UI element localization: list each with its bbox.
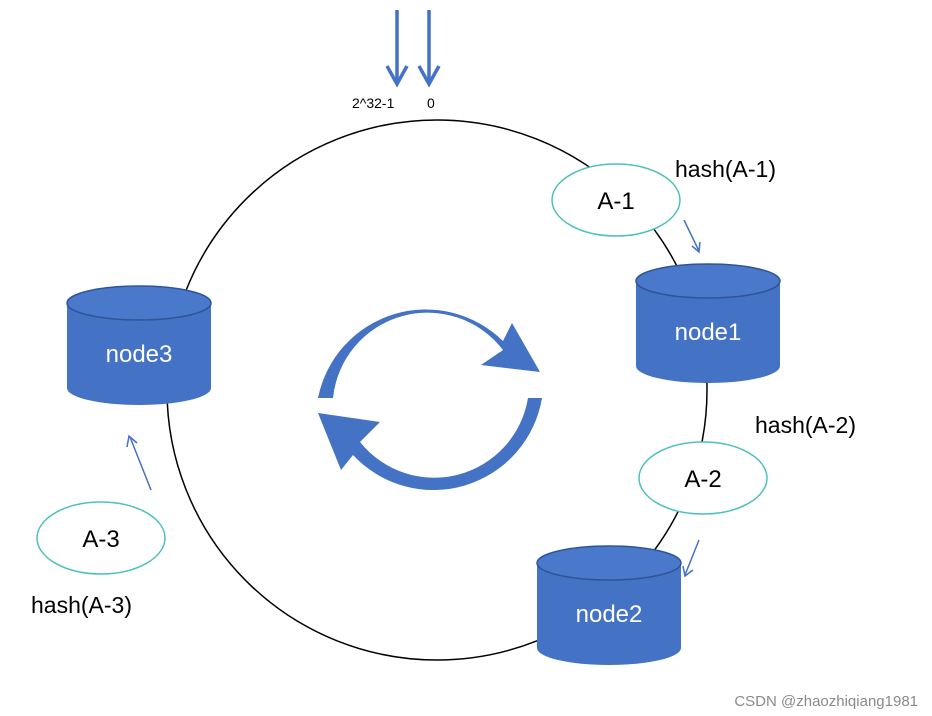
key-a3: A-3 bbox=[36, 501, 166, 575]
node3-label: node3 bbox=[106, 341, 173, 368]
key-a2-label: A-2 bbox=[684, 466, 721, 493]
node1-label: node1 bbox=[675, 319, 742, 346]
arrow-a2-to-node2 bbox=[682, 539, 700, 578]
arrow-a3-to-node3 bbox=[126, 434, 152, 491]
key-a2: A-2 bbox=[638, 441, 768, 515]
label-max-hash: 2^32-1 bbox=[352, 95, 395, 111]
hash-a2-label: hash(A-2) bbox=[755, 412, 856, 438]
down-arrow-max bbox=[385, 10, 409, 88]
node3-cylinder: node3 bbox=[66, 285, 212, 405]
key-a1: A-1 bbox=[551, 163, 681, 237]
node2-label: node2 bbox=[576, 601, 643, 628]
label-zero-hash: 0 bbox=[427, 95, 435, 111]
node2-cylinder: node2 bbox=[536, 545, 682, 665]
down-arrow-zero bbox=[417, 10, 441, 88]
key-a3-label: A-3 bbox=[82, 526, 119, 553]
watermark: CSDN @zhaozhiqiang1981 bbox=[734, 693, 918, 710]
key-a1-label: A-1 bbox=[597, 188, 634, 215]
arrow-a1-to-node1 bbox=[683, 219, 701, 254]
cycle-icon bbox=[318, 309, 542, 491]
hash-a3-label: hash(A-3) bbox=[31, 592, 132, 618]
hash-a1-label: hash(A-1) bbox=[675, 156, 776, 182]
node1-cylinder: node1 bbox=[635, 263, 781, 383]
